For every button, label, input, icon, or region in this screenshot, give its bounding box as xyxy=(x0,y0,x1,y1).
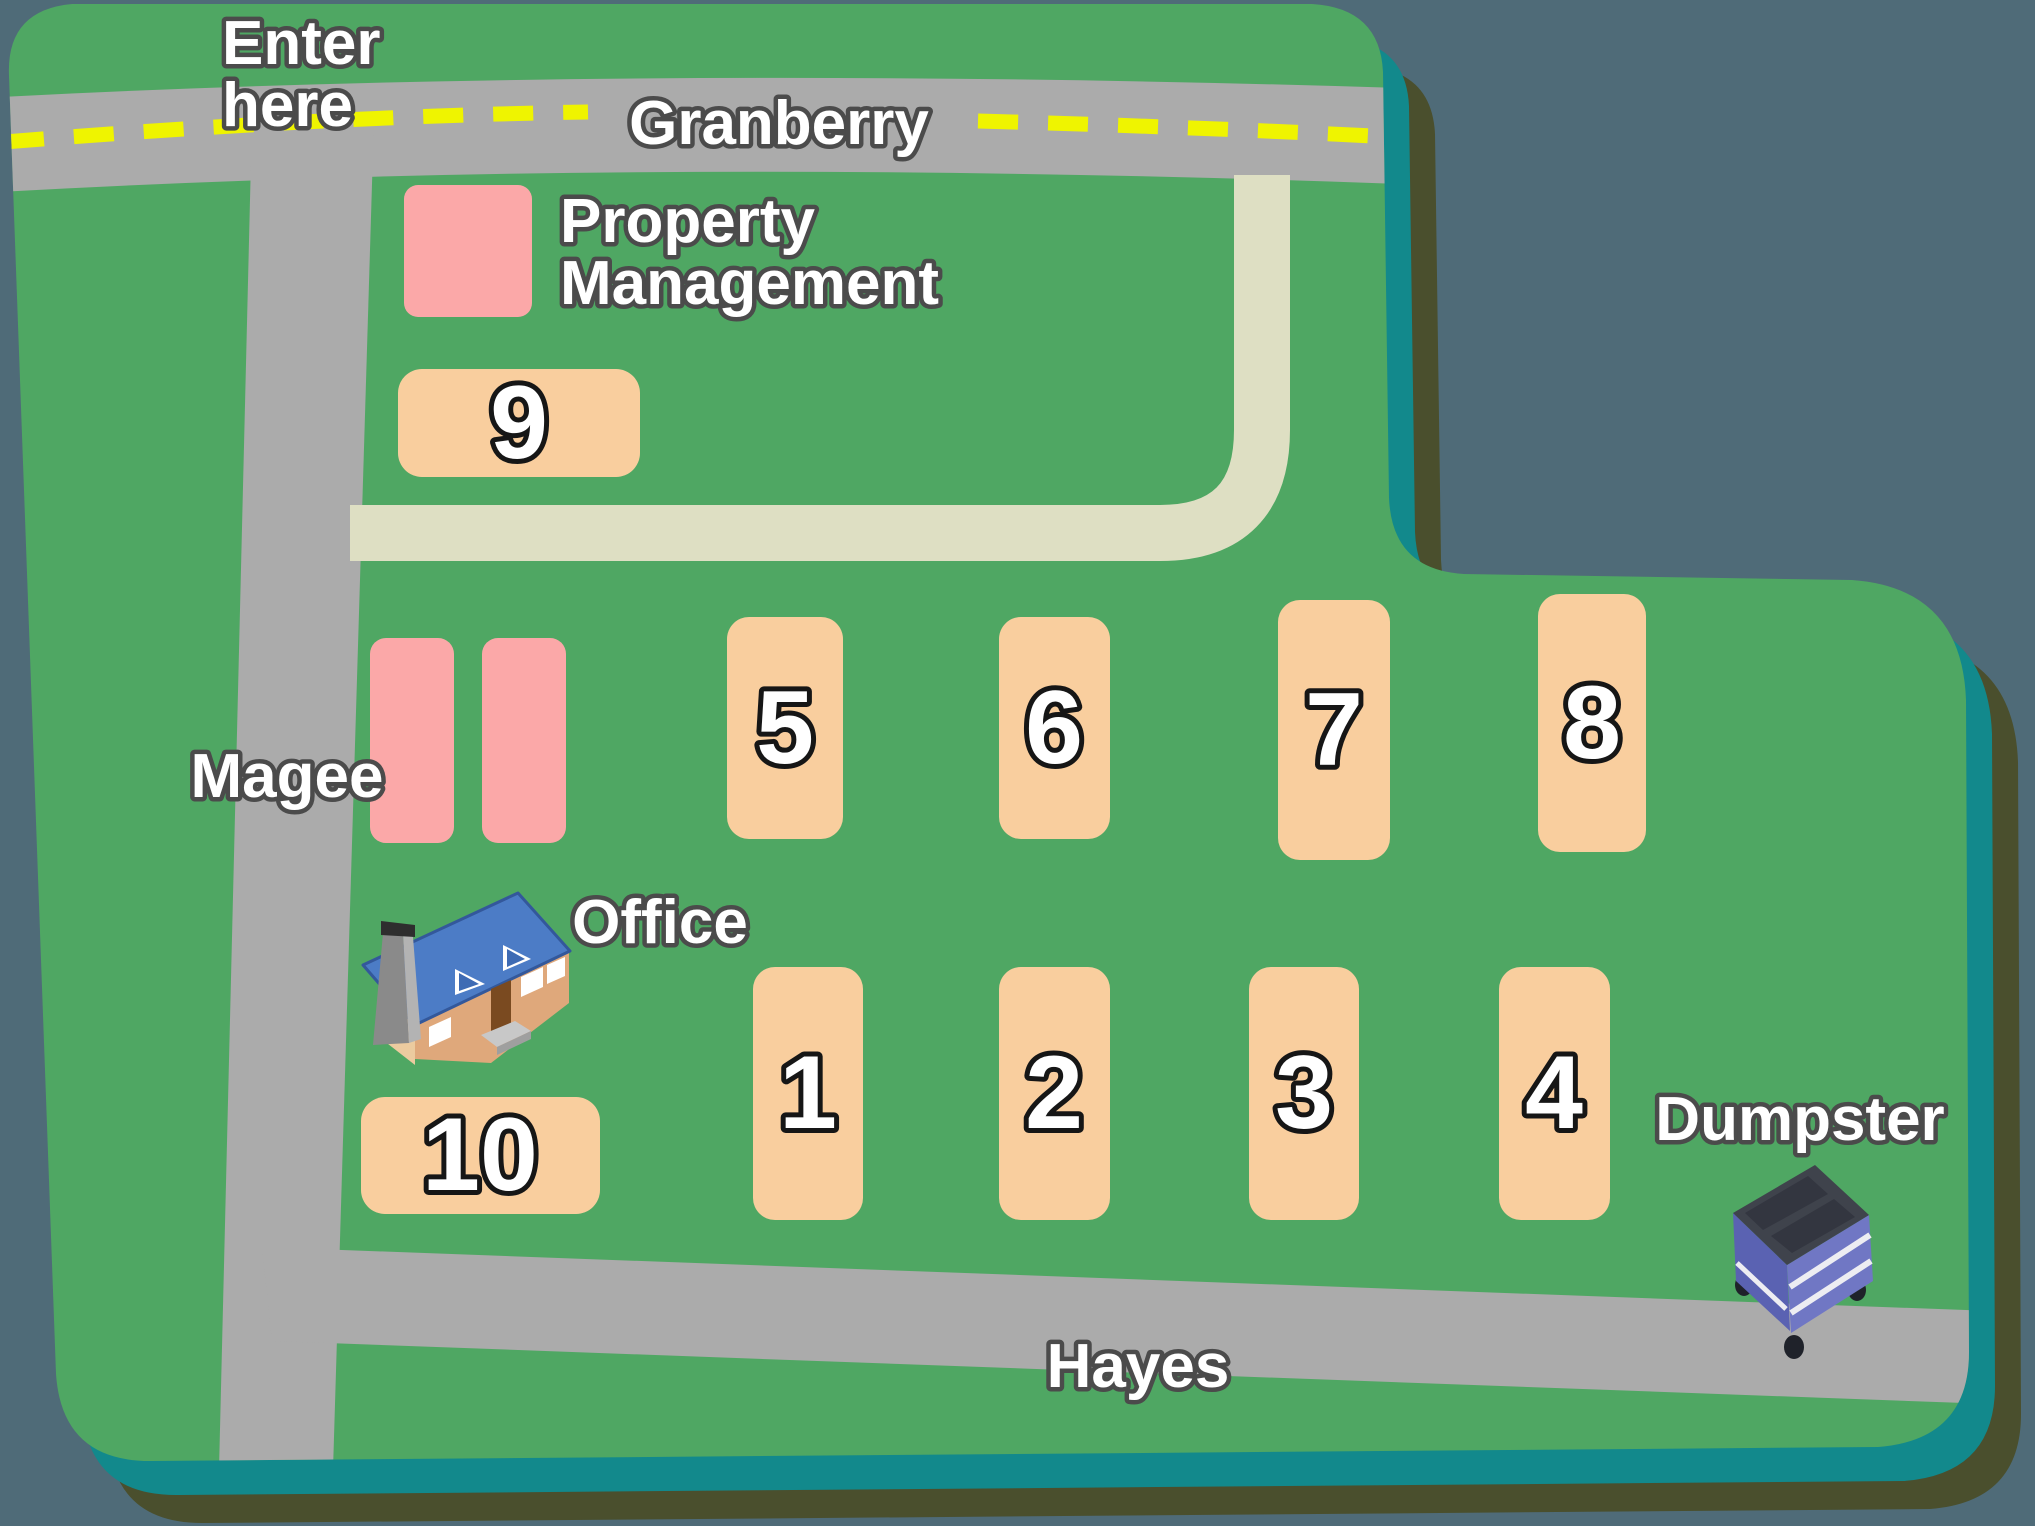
building-9-number: 9 xyxy=(490,365,548,481)
building-5 xyxy=(727,617,843,839)
building-4 xyxy=(1499,967,1610,1220)
building-2 xyxy=(999,967,1110,1220)
magee-street-label: Magee xyxy=(191,742,384,811)
center-line-dashes-left xyxy=(8,104,589,150)
building-7-number: 7 xyxy=(1305,672,1363,788)
building-5-number: 5 xyxy=(756,670,814,786)
building-8 xyxy=(1538,594,1646,852)
building-2-number: 2 xyxy=(1025,1035,1083,1151)
unit-buildings xyxy=(361,369,1646,1220)
magee-road xyxy=(219,118,374,1462)
labels: Enter here Granberry Property Management… xyxy=(186,5,1949,1406)
building-6 xyxy=(999,617,1110,839)
office-label: Office xyxy=(572,888,748,957)
building-9 xyxy=(398,369,640,477)
property-management-label-line1: Property xyxy=(560,187,815,256)
magee-building-right xyxy=(482,638,566,843)
hayes-road xyxy=(262,1247,1970,1404)
office-house-icon xyxy=(361,891,572,1065)
center-line-dashes-right xyxy=(977,113,1393,145)
hayes-street-label: Hayes xyxy=(1047,1332,1230,1401)
building-3 xyxy=(1249,967,1359,1220)
building-6-number: 6 xyxy=(1025,670,1083,786)
magee-building-left xyxy=(370,638,454,843)
building-10 xyxy=(361,1097,600,1214)
granberry-street-label: Granberry xyxy=(629,89,929,158)
building-7 xyxy=(1278,600,1390,860)
building-8-number: 8 xyxy=(1563,665,1621,781)
enter-here-label-line2: here xyxy=(222,71,353,140)
building-10-number: 10 xyxy=(422,1097,538,1213)
property-management-label-line2: Management xyxy=(560,249,939,318)
dumpster-icon xyxy=(1733,1165,1873,1359)
building-1 xyxy=(753,967,863,1220)
building-1-number: 1 xyxy=(779,1035,837,1151)
driveway-path xyxy=(350,175,1290,561)
enter-here-label-line1: Enter xyxy=(222,9,380,78)
building-3-number: 3 xyxy=(1275,1035,1333,1151)
property-management-building xyxy=(404,185,532,317)
unit-numbers: 1 2 3 4 5 6 7 8 9 10 xyxy=(417,360,1626,1218)
building-4-number: 4 xyxy=(1525,1035,1583,1151)
dumpster-label: Dumpster xyxy=(1655,1085,1944,1154)
